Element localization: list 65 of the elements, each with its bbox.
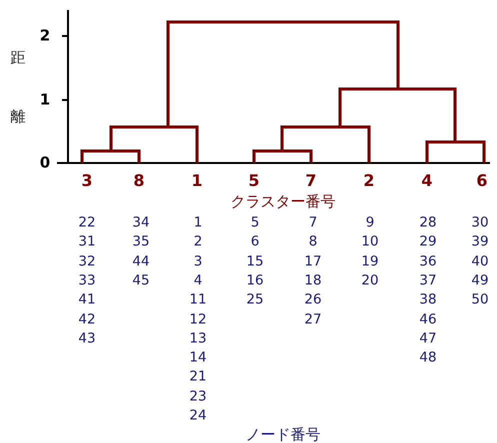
- cluster-number: 8: [133, 173, 145, 189]
- node-number: 44: [132, 254, 150, 268]
- node-number: 22: [78, 216, 96, 230]
- node-number: 15: [246, 254, 264, 268]
- node-number: 41: [78, 293, 96, 307]
- node-number: 40: [471, 254, 489, 268]
- node-number: 17: [304, 254, 322, 268]
- node-number: 47: [419, 332, 437, 346]
- node-number: 20: [361, 274, 379, 288]
- node-number: 45: [132, 274, 150, 288]
- node-number: 8: [308, 236, 318, 250]
- node-number: 2: [194, 236, 202, 250]
- node-number: 6: [250, 236, 260, 250]
- cluster-number: 7: [305, 173, 317, 189]
- cluster-number: 3: [81, 173, 93, 189]
- node-number: 46: [419, 312, 437, 326]
- node-number: 50: [471, 293, 489, 307]
- node-number: 37: [419, 274, 437, 288]
- node-number: 36: [419, 254, 437, 268]
- node-number: 38: [419, 293, 437, 307]
- cluster-number: 2: [363, 173, 375, 189]
- node-number: 21: [189, 370, 207, 384]
- cluster-number: 5: [248, 173, 260, 189]
- node-number: 32: [78, 254, 96, 268]
- node-number: 23: [189, 390, 207, 404]
- node-number: 31: [78, 236, 96, 250]
- cluster-number: 4: [421, 173, 433, 189]
- axis-title: ノード番号: [246, 428, 320, 442]
- node-number: 7: [308, 216, 318, 230]
- node-number: 19: [361, 254, 379, 268]
- node-number: 30: [471, 216, 489, 230]
- node-number: 25: [246, 293, 264, 307]
- node-number: 3: [194, 254, 202, 268]
- node-number: 16: [246, 274, 264, 288]
- node-number: 24: [189, 409, 207, 423]
- node-number: 14: [189, 351, 207, 365]
- axis-tick-label: 2: [40, 28, 50, 44]
- node-number: 5: [250, 216, 260, 230]
- node-number: 42: [78, 312, 96, 326]
- node-number: 11: [189, 293, 207, 307]
- node-number: 34: [132, 216, 150, 230]
- cluster-number: 6: [476, 173, 488, 189]
- node-number: 12: [189, 312, 207, 326]
- node-number: 33: [78, 274, 96, 288]
- node-number: 29: [419, 236, 437, 250]
- node-number: 35: [132, 236, 150, 250]
- node-number: 43: [78, 332, 96, 346]
- node-number: 13: [189, 332, 207, 346]
- node-number: 39: [471, 236, 489, 250]
- axis-tick-label: 0: [40, 156, 50, 170]
- axis-title: 距: [10, 50, 26, 66]
- node-number: 26: [304, 293, 322, 307]
- node-number: 18: [304, 274, 322, 288]
- axis-tick-label: 1: [40, 92, 50, 108]
- node-number: 27: [304, 312, 322, 326]
- cluster-number: 1: [191, 173, 203, 189]
- node-number: 1: [194, 216, 202, 230]
- node-number: 4: [194, 274, 202, 288]
- node-number: 48: [419, 351, 437, 365]
- node-number: 10: [361, 236, 379, 250]
- axis-title: クラスター番号: [230, 194, 336, 210]
- node-number: 28: [419, 216, 437, 230]
- node-number: 49: [471, 274, 489, 288]
- node-number: 9: [366, 216, 374, 230]
- axis-title: 離: [10, 110, 26, 124]
